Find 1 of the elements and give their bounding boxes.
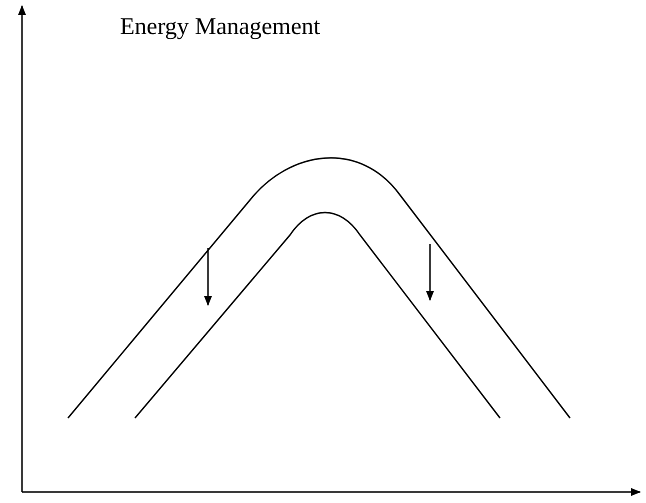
chart-title: Energy Management — [120, 14, 320, 41]
